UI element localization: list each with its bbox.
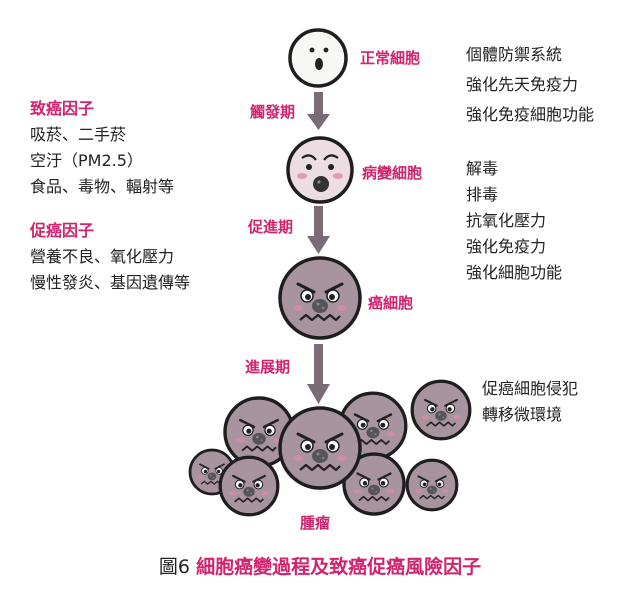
defense-item: 強化免疫細胞功能 — [466, 105, 595, 124]
invasion-list: 促癌細胞侵犯 轉移微環境 — [482, 376, 578, 428]
arrow-initiation — [307, 92, 330, 130]
countermeasure-item: 強化細胞功能 — [466, 263, 563, 282]
stage-cancer-label: 癌細胞 — [368, 294, 414, 312]
countermeasure-item: 排毒 — [466, 185, 499, 204]
arrow-promotion — [307, 206, 330, 254]
carcinogen-item: 空汙（PM2.5） — [30, 151, 143, 170]
phase-promotion-label: 促進期 — [248, 218, 294, 236]
carcinogens-title: 致癌因子 — [30, 99, 95, 118]
figure-title: 細胞癌變過程及致癌促癌風險因子 — [196, 556, 482, 578]
arrow-progression — [307, 344, 330, 404]
promoters-title: 促癌因子 — [30, 221, 95, 240]
promoters-block: 促癌因子 營養不良、氧化壓力 慢性發炎、基因遺傳等 — [30, 218, 190, 296]
defense-item: 強化先天免疫力 — [466, 75, 579, 94]
defense-list: 個體防禦系統 強化先天免疫力 強化免疫細胞功能 — [466, 40, 594, 130]
countermeasure-item: 解毒 — [466, 159, 499, 178]
phase-progression-label: 進展期 — [245, 358, 291, 376]
stage-lesion-label: 病變細胞 — [362, 164, 423, 182]
invasion-item: 轉移微環境 — [482, 405, 563, 424]
stage-normal-label: 正常細胞 — [360, 49, 421, 67]
figure-caption: 圖6 細胞癌變過程及致癌促癌風險因子 — [0, 552, 640, 579]
phase-initiation-label: 觸發期 — [250, 103, 296, 121]
figure-number: 圖6 — [158, 556, 191, 578]
countermeasure-item: 抗氧化壓力 — [466, 211, 547, 230]
defense-item: 個體防禦系統 — [466, 45, 563, 64]
countermeasure-list: 解毒 排毒 抗氧化壓力 強化免疫力 強化細胞功能 — [466, 156, 562, 286]
cancer-cell — [278, 256, 362, 340]
countermeasure-item: 強化免疫力 — [466, 237, 547, 256]
promoter-item: 慢性發炎、基因遺傳等 — [30, 273, 191, 292]
tumor-cluster — [188, 379, 472, 517]
stage-tumor-label: 腫瘤 — [300, 514, 331, 532]
promoter-item: 營養不良、氧化壓力 — [30, 247, 175, 266]
normal-cell — [288, 28, 348, 88]
invasion-item: 促癌細胞侵犯 — [482, 379, 579, 398]
carcinogen-item: 食品、毒物、輻射等 — [30, 177, 175, 196]
carcinogens-block: 致癌因子 吸菸、二手菸 空汙（PM2.5） 食品、毒物、輻射等 — [30, 96, 174, 200]
lesion-cell — [286, 136, 354, 204]
carcinogen-item: 吸菸、二手菸 — [30, 125, 127, 144]
